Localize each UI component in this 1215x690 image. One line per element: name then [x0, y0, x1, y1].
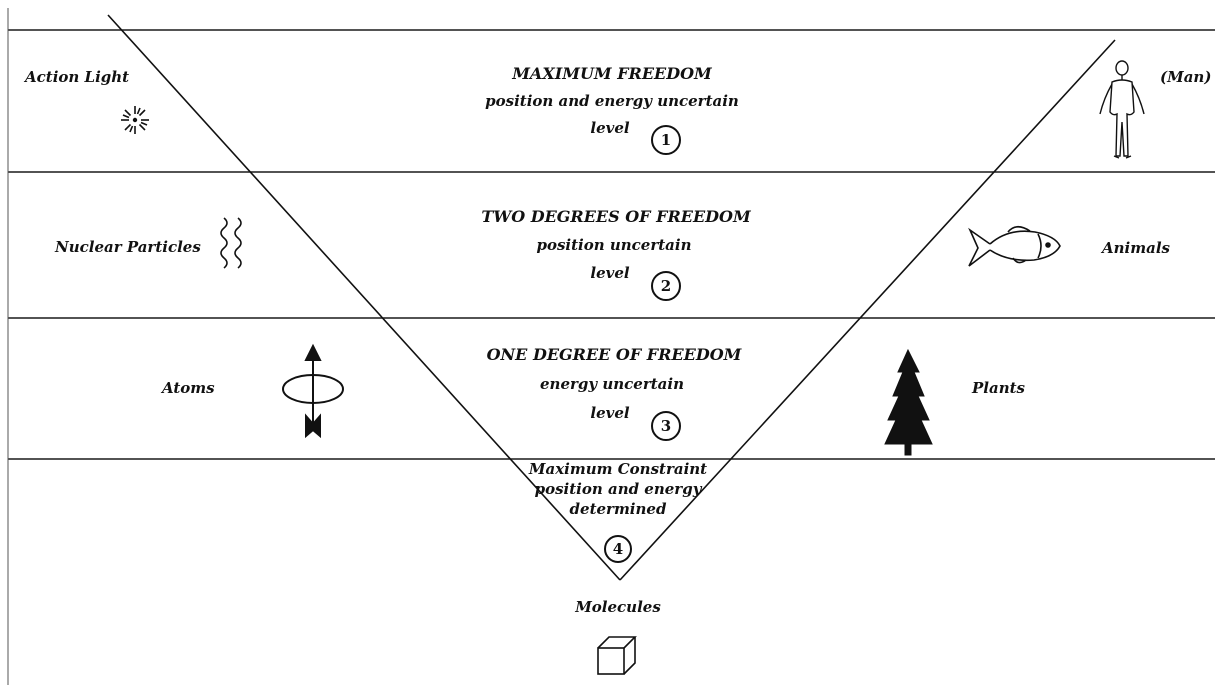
vee-right-arm [620, 40, 1115, 580]
wavy-lines-icon [221, 218, 241, 268]
level-3-word: level [590, 404, 630, 422]
label-atoms: Atoms [160, 379, 215, 397]
fish-icon [969, 227, 1060, 266]
label-action-light: Action Light [23, 68, 129, 86]
spinning-arrow-icon [283, 346, 343, 436]
level-2-title: TWO DEGREES OF FREEDOM [481, 207, 752, 226]
level-2-word: level [590, 264, 630, 282]
human-figure-icon [1100, 61, 1144, 158]
label-nuclear-particles: Nuclear Particles [54, 238, 201, 256]
level-3-subtitle: energy uncertain [540, 375, 684, 393]
level-1-subtitle: position and energy uncertain [485, 92, 739, 110]
level-2-subtitle: position uncertain [536, 236, 691, 254]
label-man: (Man) [1160, 68, 1211, 86]
light-burst-icon [121, 106, 149, 134]
tree-icon [885, 350, 932, 455]
level-2-number: 2 [661, 277, 671, 295]
label-plants: Plants [971, 379, 1026, 397]
level-3-number: 3 [661, 417, 671, 435]
constraint-line-2: position and energy [535, 480, 703, 498]
cube-icon [598, 637, 635, 674]
constraint-line-3: determined [570, 500, 667, 518]
level-3-title: ONE DEGREE OF FREEDOM [487, 345, 743, 364]
label-molecules: Molecules [574, 598, 661, 616]
level-1-title: MAXIMUM FREEDOM [511, 64, 713, 83]
label-animals: Animals [1100, 239, 1171, 257]
constraint-line-1: Maximum Constraint [528, 460, 707, 478]
level-1-number: 1 [661, 131, 671, 149]
level-1-word: level [590, 119, 630, 137]
level-4-number: 4 [613, 540, 623, 558]
